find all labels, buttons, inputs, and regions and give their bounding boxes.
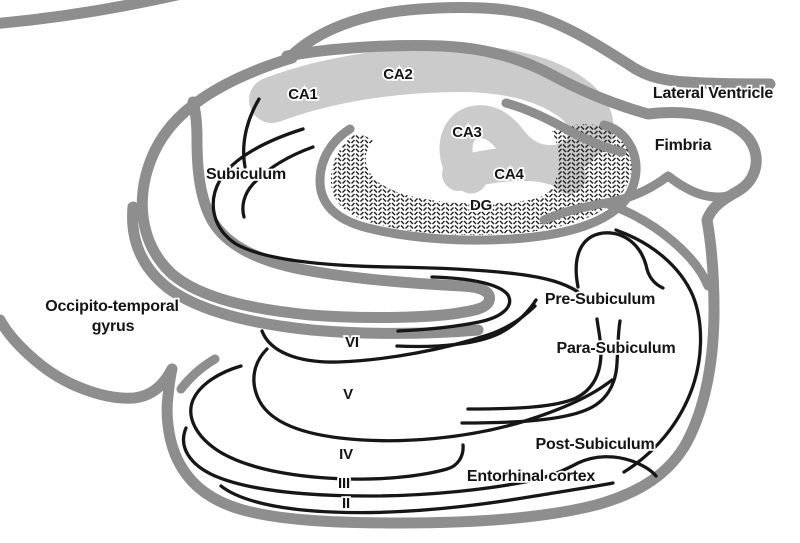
outer-right-arc [614, 228, 703, 474]
label-layer-ii: II [342, 495, 350, 512]
label-occipito-temporal-line2: gyrus [92, 318, 135, 335]
layer-line-v [252, 347, 614, 443]
labels: CA1 CA2 CA3 CA4 DG Lateral Ventricle Fim… [43, 64, 775, 514]
label-pre-subiculum: Pre-Subiculum [545, 291, 655, 308]
layer-line-ii [219, 481, 615, 515]
cortex-outlines [0, 0, 776, 529]
label-layer-iv: IV [339, 446, 353, 463]
label-ca2: CA2 [383, 66, 412, 83]
label-para-subiculum: Para-Subiculum [556, 340, 675, 357]
thin-boundary-lines [181, 97, 703, 515]
layer-line-vi [260, 304, 537, 364]
collateral-sulcus-stub [176, 354, 220, 394]
label-occipito-temporal-line1: Occipito-temporal [45, 298, 179, 315]
label-dg: DG [470, 197, 492, 214]
fimbria-underside-line [539, 171, 742, 225]
label-lateral-ventricle: Lateral Ventricle [653, 85, 774, 102]
label-layer-iii: III [338, 475, 350, 492]
hairpin-wrap-line [396, 275, 512, 333]
right-wall-branch-line [605, 200, 713, 291]
top-wall-lateral-ventricle-upper [284, 2, 776, 90]
subiculum-arc-1 [242, 97, 261, 169]
main-outline-fimbria-right-wall-bottom [0, 39, 762, 529]
label-ca4: CA4 [494, 166, 524, 183]
label-ca3: CA3 [452, 124, 481, 141]
lower-fold-top-wall [127, 201, 484, 339]
label-layer-vi: VI [345, 334, 359, 351]
label-entorhinal-cortex: Entorhinal cortex [467, 468, 595, 485]
top-left-corner-line [0, 0, 180, 29]
ca1-ca2-band [249, 46, 614, 156]
pre-subiculum-arch [574, 231, 665, 290]
label-post-subiculum: Post-Subiculum [536, 436, 655, 453]
dentate-gyrus-hatch [330, 124, 632, 236]
subiculum-long-line [211, 127, 592, 304]
layer-line-iv [189, 364, 465, 481]
label-fimbria: Fimbria [655, 137, 712, 154]
hippocampal-fissure-line [501, 98, 627, 157]
dg-capsule-line [315, 120, 641, 245]
label-ca1: CA1 [288, 86, 317, 103]
para-subiculum-leg-1 [466, 317, 603, 411]
label-subiculum: Subiculum [206, 166, 286, 183]
layer-line-iii [181, 426, 658, 498]
left-wall-hippocampal-sulcus-hairpin [136, 52, 495, 324]
subiculum-arc-2 [241, 145, 315, 219]
label-layer-v: V [343, 386, 353, 403]
